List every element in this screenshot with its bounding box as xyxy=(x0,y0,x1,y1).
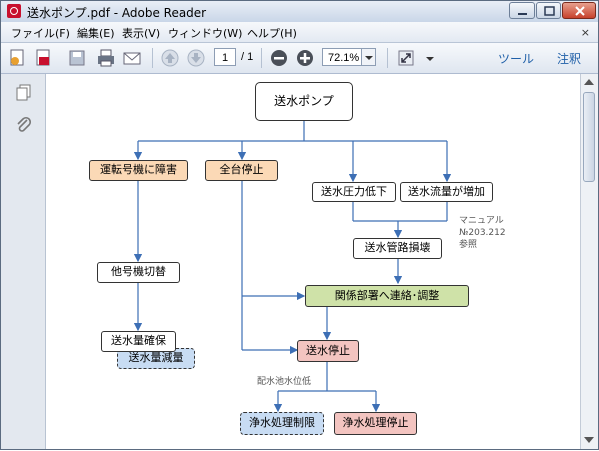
close-icon xyxy=(575,6,585,16)
navigation-pane xyxy=(1,74,46,449)
window-title: 送水ポンプ.pdf - Adobe Reader xyxy=(27,6,207,20)
title-bar: 送水ポンプ.pdf - Adobe Reader xyxy=(1,1,598,23)
comment-pane-button[interactable]: 注釈 xyxy=(557,52,582,66)
zoom-input[interactable]: 72.1% xyxy=(322,48,362,66)
menu-window[interactable]: ウィンドウ(W) xyxy=(168,27,243,40)
zoom-out-icon[interactable] xyxy=(268,47,290,69)
page-thumbnails-icon[interactable] xyxy=(15,83,33,101)
chevron-down-icon xyxy=(365,56,373,60)
manual-reference-note: マニュアル №203.212 参照 xyxy=(459,215,506,251)
dropdown-arrow-icon[interactable] xyxy=(419,47,441,69)
flow-limit-treatment: 浄水処理制限 xyxy=(240,412,324,435)
menu-file[interactable]: ファイル(F) xyxy=(11,27,70,40)
attachments-icon[interactable] xyxy=(15,116,33,134)
maximize-button[interactable] xyxy=(536,2,561,19)
page-number-input[interactable]: 1 xyxy=(214,48,236,66)
maximize-icon xyxy=(544,6,555,16)
tools-pane-button[interactable]: ツール xyxy=(498,52,535,66)
flow-root-pump: 送水ポンプ xyxy=(255,82,353,121)
document-close-button[interactable]: × xyxy=(580,26,590,39)
previous-page-icon[interactable] xyxy=(159,47,181,69)
menu-view[interactable]: 表示(V) xyxy=(122,27,161,40)
zoom-dropdown-button[interactable] xyxy=(362,48,376,66)
reservoir-level-note: 配水池水位低 xyxy=(257,377,312,387)
toolbar xyxy=(1,43,598,74)
manual-note-line: マニュアル xyxy=(459,216,504,226)
pdf-open-icon[interactable] xyxy=(33,47,55,69)
page-total: / 1 xyxy=(241,51,254,63)
flow-all-stop: 全台停止 xyxy=(205,160,278,181)
flow-stop-treatment: 浄水処理停止 xyxy=(334,412,417,435)
minimize-button[interactable] xyxy=(509,2,535,19)
create-pdf-icon[interactable] xyxy=(7,47,29,69)
email-icon[interactable] xyxy=(121,47,143,69)
manual-note-line: 参照 xyxy=(459,240,478,250)
print-icon[interactable] xyxy=(95,47,117,69)
scroll-up-icon[interactable] xyxy=(584,79,594,85)
vertical-scrollbar[interactable] xyxy=(580,74,598,449)
next-page-icon[interactable] xyxy=(185,47,207,69)
flow-secure-supply: 送水量確保 xyxy=(101,331,176,352)
save-icon[interactable] xyxy=(66,47,88,69)
flow-flow-increase: 送水流量が増加 xyxy=(400,182,493,202)
close-button[interactable] xyxy=(562,2,596,19)
flow-unit-failure: 運転号機に障害 xyxy=(89,160,188,181)
flow-stop-supply: 送水停止 xyxy=(297,340,359,362)
flow-contact-departments: 関係部署へ連絡･調整 xyxy=(305,285,469,307)
flow-pipe-damage: 送水管路損壊 xyxy=(353,238,442,259)
menu-bar: ファイル(F) 編集(E) 表示(V) ウィンドウ(W) ヘルプ(H) × xyxy=(1,22,598,43)
scroll-down-icon[interactable] xyxy=(584,437,594,443)
flow-pressure-drop: 送水圧力低下 xyxy=(312,182,396,202)
minimize-icon xyxy=(518,13,527,15)
scroll-thumb[interactable] xyxy=(583,92,595,182)
flow-switch-unit: 他号機切替 xyxy=(97,262,180,283)
menu-help[interactable]: ヘルプ(H) xyxy=(247,27,297,40)
menu-edit[interactable]: 編集(E) xyxy=(77,27,115,40)
adobe-reader-icon xyxy=(7,4,21,18)
manual-note-line: №203.212 xyxy=(459,228,506,238)
fit-page-icon[interactable] xyxy=(395,47,417,69)
zoom-in-icon[interactable] xyxy=(294,47,316,69)
